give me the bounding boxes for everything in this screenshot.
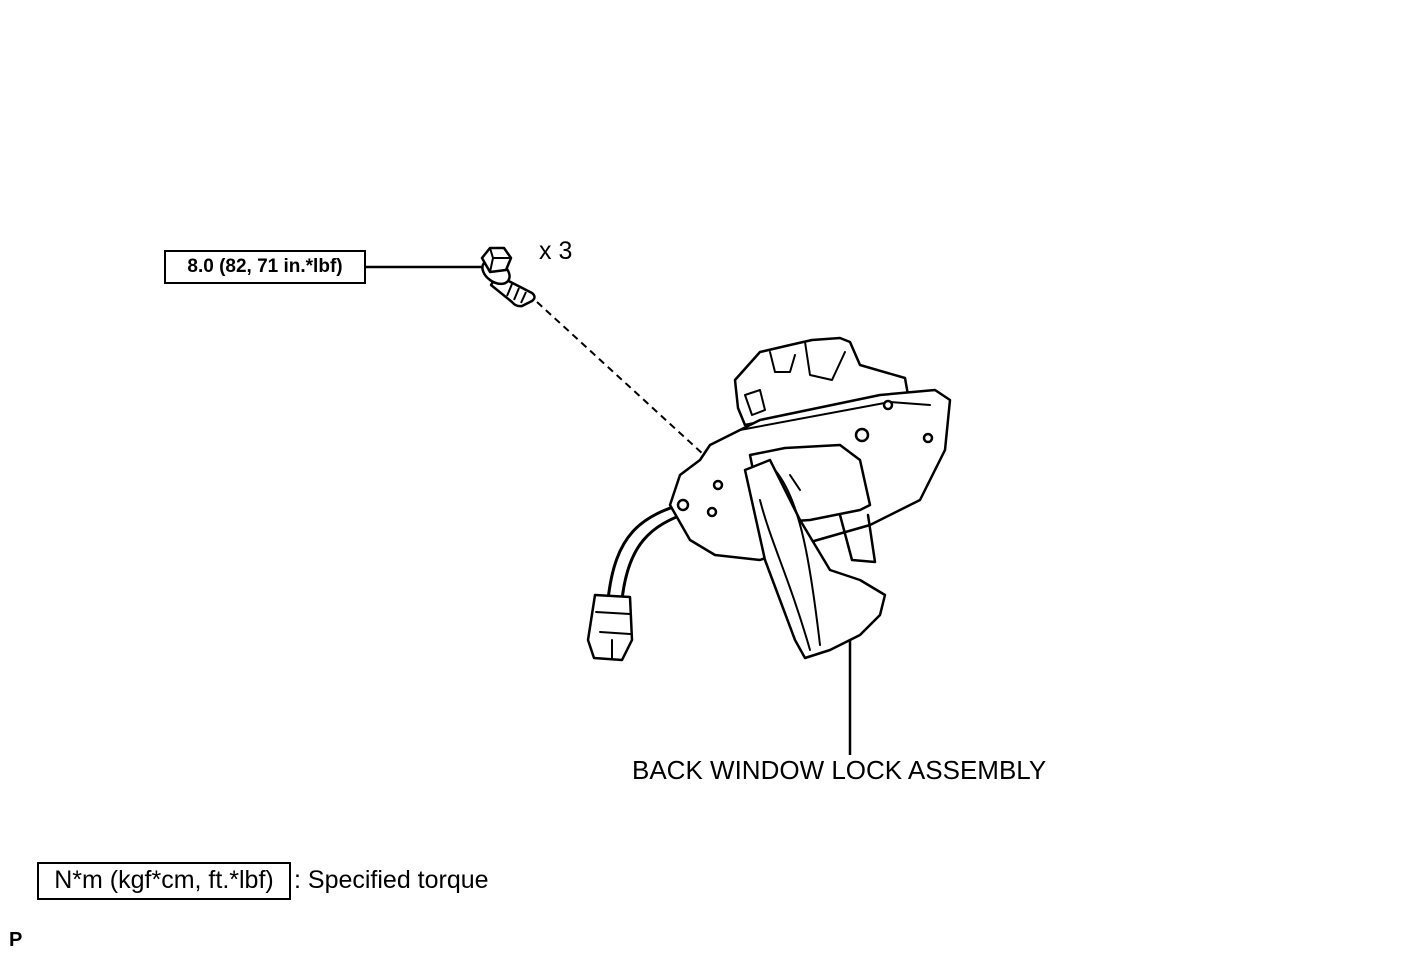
torque-spec-box: 8.0 (82, 71 in.*lbf) xyxy=(164,250,366,284)
legend-torque-box: N*m (kgf*cm, ft.*lbf) xyxy=(37,862,291,900)
flange-bolt-icon xyxy=(480,246,536,308)
part-label: BACK WINDOW LOCK ASSEMBLY xyxy=(632,755,1047,785)
lock-assembly-illustration xyxy=(586,336,952,662)
legend-description: : Specified torque xyxy=(294,866,489,894)
corner-code: P xyxy=(9,929,23,951)
installation-dashed-line xyxy=(536,301,705,456)
bolt-quantity: x 3 xyxy=(539,237,573,265)
